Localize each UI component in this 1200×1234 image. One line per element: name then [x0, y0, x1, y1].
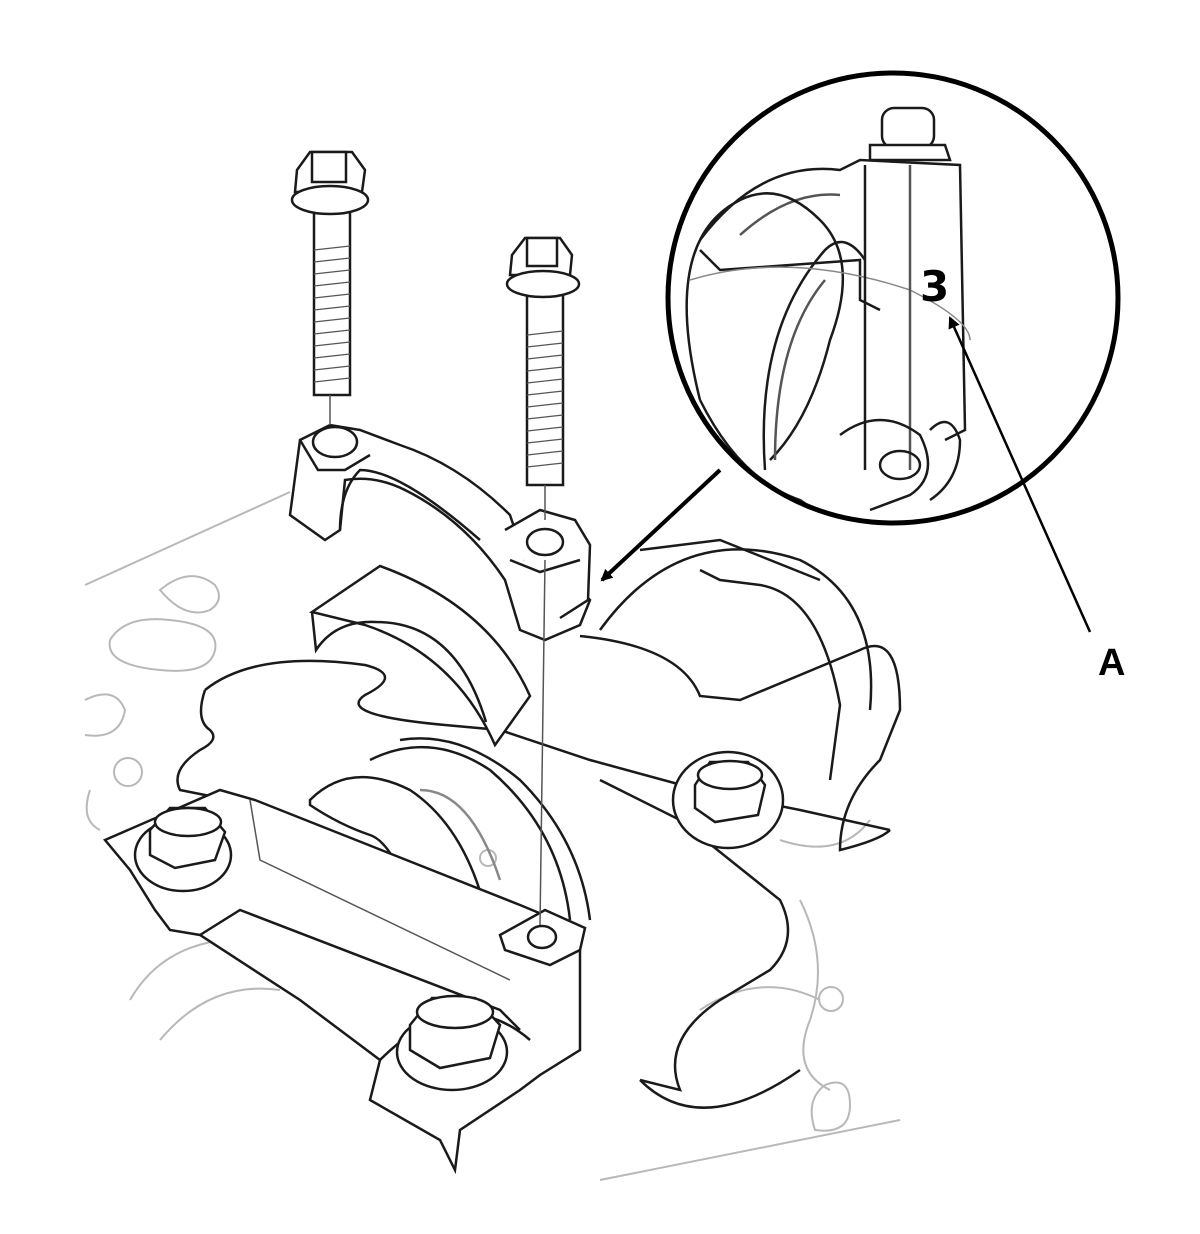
detail-pointer-arrow [600, 468, 722, 582]
engine-block-background [84, 491, 901, 1181]
detail-zoom-circle [665, 70, 1121, 526]
installed-bolt-left [133, 806, 233, 893]
cap-bolt-left [290, 150, 370, 425]
callout-a-label: A [1098, 642, 1126, 684]
bearing-shell [308, 564, 532, 748]
installed-bolt-right [395, 994, 509, 1092]
bearing-cap-exploded [288, 423, 592, 642]
lower-cap-bolt-hole [498, 908, 587, 967]
engine-block [176, 538, 902, 1109]
stamped-number-label: 3 [920, 262, 950, 311]
callout-a-leader [948, 316, 1092, 633]
installed-bolt-rear [671, 750, 785, 850]
bolt-threads [313, 245, 564, 468]
